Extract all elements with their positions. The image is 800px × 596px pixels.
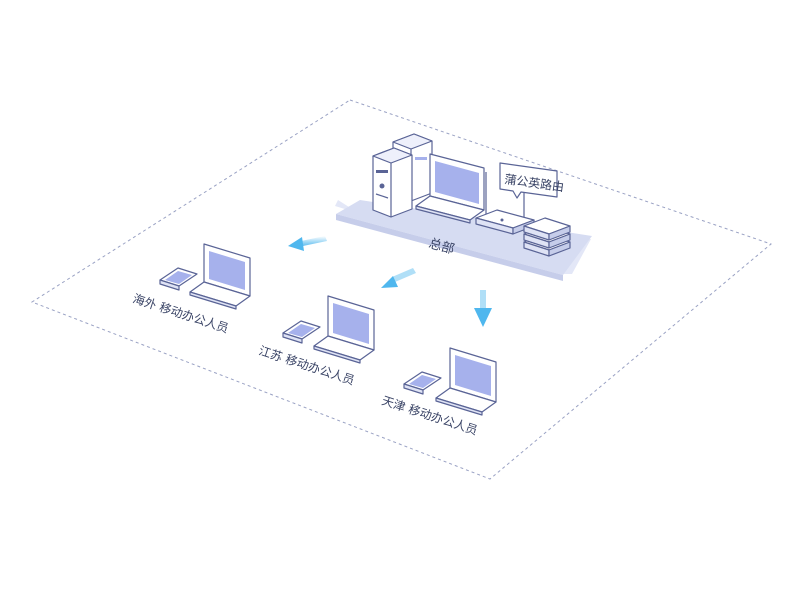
laptop-icon [435, 347, 497, 416]
laptop-icon [313, 295, 375, 364]
branch-overseas: 海外 移动办公人员 [131, 243, 251, 336]
laptop-icon [415, 153, 485, 224]
hq-platform: 总部 [335, 200, 592, 281]
hq-label: 总部 [427, 236, 456, 257]
router-callout: 蒲公英路由 [499, 162, 565, 199]
branch-tianjin: 天津 移动办公人员 [380, 347, 497, 438]
server-icon [372, 147, 413, 218]
branch-jiangsu: 江苏 移动办公人员 [257, 295, 375, 388]
arrow-icon [288, 236, 327, 251]
arrow-icon [381, 268, 416, 288]
phone-icon [159, 267, 198, 291]
laptop-icon [189, 243, 251, 310]
arrow-icon [474, 290, 492, 327]
phone-icon [403, 371, 442, 395]
phone-icon [282, 320, 321, 344]
switch-icon [523, 217, 571, 257]
network-boundary [30, 99, 773, 480]
